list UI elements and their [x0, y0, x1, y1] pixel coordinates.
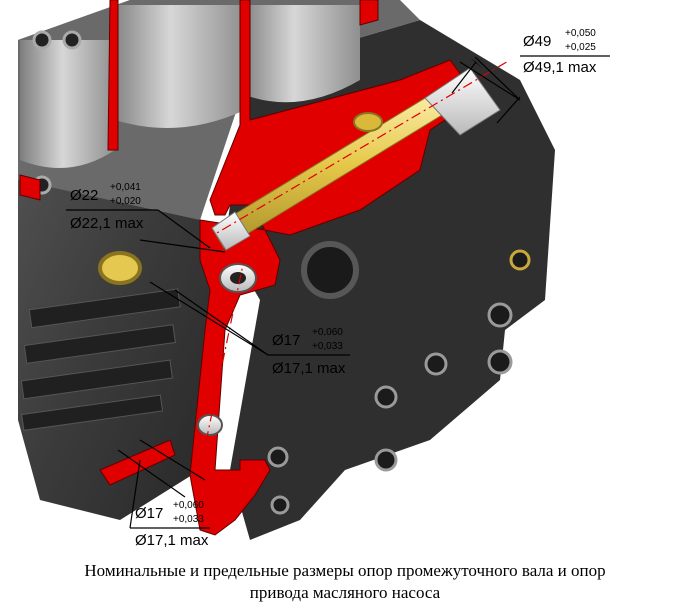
callout-bore-17-lower-lower: +0,033 — [173, 514, 204, 525]
callout-bore-17-lower-limit: Ø17,1 max — [135, 532, 209, 549]
callout-bore-49-limit: Ø49,1 max — [523, 59, 597, 76]
callout-bore-22-nominal: Ø22 — [70, 187, 98, 204]
oil-port — [98, 251, 142, 285]
cylinder-bore-3 — [240, 5, 360, 103]
block-ribs — [20, 288, 181, 431]
callout-bore-17-lower-nominal: Ø17 — [135, 505, 163, 522]
dimension-arrows — [173, 58, 520, 497]
callout-bore-17-lower-upper: +0,060 — [173, 500, 204, 511]
callout-bore-22-limit: Ø22,1 max — [70, 215, 144, 232]
callout-bore-22-upper: +0,041 — [110, 182, 141, 193]
figure-caption: Номинальные и предельные размеры опор пр… — [0, 560, 690, 616]
caption-line-2: привода масляного насоса — [249, 583, 441, 602]
block-bosses — [32, 30, 531, 515]
callout-bore-22-lower: +0,020 — [110, 196, 141, 207]
engine-block-illustration: Ø49 +0,050 +0,025 Ø49,1 max Ø22 +0,041 +… — [18, 0, 610, 549]
callout-bore-17-upper-lower: +0,033 — [312, 341, 343, 352]
callout-bore-49: Ø49 +0,050 +0,025 Ø49,1 max — [523, 28, 597, 76]
callout-bore-17-upper: Ø17 +0,060 +0,033 Ø17,1 max — [272, 327, 346, 377]
dimension-lines — [66, 55, 610, 529]
intermediate-shaft — [204, 59, 511, 251]
caption-line-1: Номинальные и предельные размеры опор пр… — [84, 561, 606, 580]
pump-drive-bores — [197, 254, 257, 481]
callout-bore-17-upper-upper: +0,060 — [312, 327, 343, 338]
cylinder-bore-1 — [20, 40, 115, 168]
callout-bore-49-nominal: Ø49 — [523, 33, 551, 50]
callout-bore-17-lower: Ø17 +0,060 +0,033 Ø17,1 max — [135, 500, 209, 549]
callout-bore-22: Ø22 +0,041 +0,020 Ø22,1 max — [70, 182, 144, 232]
callout-bore-17-upper-nominal: Ø17 — [272, 332, 300, 349]
callout-bore-49-lower: +0,025 — [565, 42, 596, 53]
callout-bore-17-upper-limit: Ø17,1 max — [272, 360, 346, 377]
section-cut — [19, 0, 466, 536]
callout-bore-49-upper: +0,050 — [565, 28, 596, 39]
cylinder-bore-2 — [110, 5, 245, 128]
